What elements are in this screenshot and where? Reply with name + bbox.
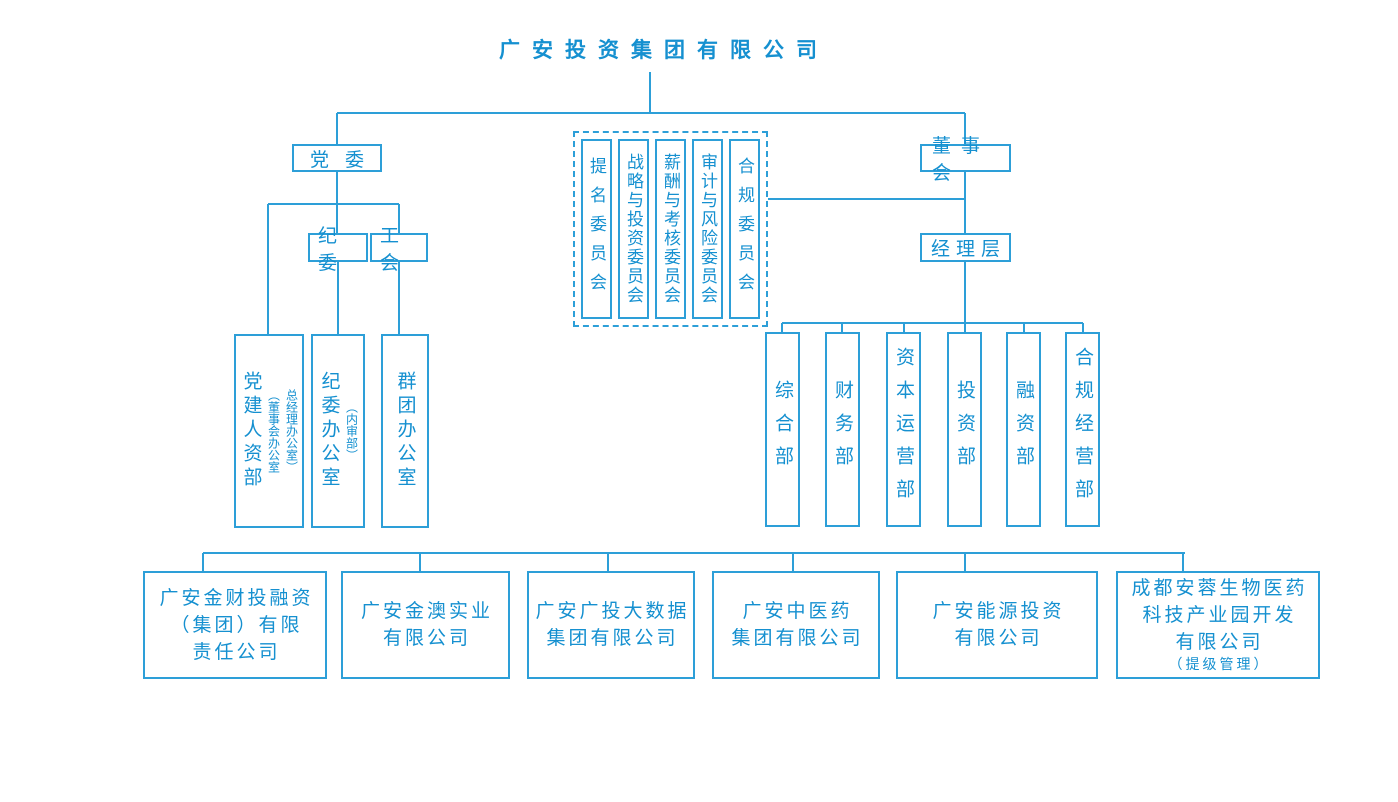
subsidiary-name-line: （集团）有限 — [170, 614, 303, 636]
office-mass-organizations: 群团办公室 — [381, 334, 429, 528]
subsidiary-name-line: 成都安蓉生物医药 — [1131, 577, 1308, 599]
subsidiary-name-line: 集团有限公司 — [546, 628, 679, 649]
dept-label: 综合部 — [772, 380, 793, 479]
dept-capital-operations: 资本运营部 — [886, 332, 921, 527]
committee-box-strategy-investment: 战略与投资委员会 — [618, 139, 649, 319]
subsidiary-name-line: 有限公司 — [382, 628, 471, 649]
dept-label: 资本运营部 — [893, 347, 914, 512]
dept-label: 财务部 — [832, 380, 853, 479]
subsidiary-name-line: 广安中医药 — [742, 601, 853, 622]
office-party-building-hr: 党建人资部 （董事会办公室 总经理办公室） — [234, 334, 304, 528]
dept-general: 综合部 — [765, 332, 800, 527]
office-main-label: 群团办公室 — [394, 371, 416, 491]
committee-label: 合规委员会 — [735, 156, 754, 302]
dept-label: 融资部 — [1013, 380, 1034, 479]
dept-compliance-operations: 合规经营部 — [1065, 332, 1100, 527]
subsidiary-name-line: 广安广投大数据 — [535, 601, 690, 622]
committee-label: 薪酬与考核委员会 — [661, 153, 680, 305]
node-party-committee: 党委 — [292, 144, 382, 172]
office-sub-label: （董事会办公室 — [266, 389, 281, 473]
office-main-label: 纪委办公室 — [318, 371, 340, 491]
node-labor-union: 工会 — [370, 226, 428, 274]
node-discipline-committee: 纪委 — [308, 226, 368, 274]
page-title: 广安投资集团有限公司 — [499, 38, 829, 62]
subsidiary-note: （提级管理） — [1168, 657, 1271, 673]
office-discipline-office: 纪委办公室 （内审部） — [311, 334, 365, 528]
committee-label: 审计与风险委员会 — [698, 153, 717, 305]
dept-label: 合规经营部 — [1072, 347, 1093, 512]
node-board-label: 董事会 — [932, 136, 991, 184]
committee-box-nomination: 提名委员会 — [581, 139, 612, 319]
subsidiary-tcm-group: 广安中医药 集团有限公司 — [712, 571, 880, 679]
node-party-committee-label: 党委 — [310, 149, 381, 171]
node-management-label: 经理层 — [930, 239, 1006, 260]
node-discipline-committee-label: 纪委 — [318, 225, 346, 274]
dept-investment: 投资部 — [947, 332, 982, 527]
subsidiary-energy-investment: 广安能源投资 有限公司 — [896, 571, 1098, 679]
subsidiary-name-line: 有限公司 — [954, 628, 1043, 649]
subsidiary-name-line: 集团有限公司 — [731, 628, 864, 649]
node-board: 董事会 — [920, 136, 1011, 184]
dept-label: 投资部 — [954, 380, 975, 479]
committee-box-compliance: 合规委员会 — [729, 139, 760, 319]
subsidiary-biomedicine-park: 成都安蓉生物医药 科技产业园开发 有限公司 （提级管理） — [1116, 571, 1320, 679]
committee-box-compensation-assessment: 薪酬与考核委员会 — [655, 139, 686, 319]
committee-label: 战略与投资委员会 — [624, 153, 643, 305]
subsidiary-name-line: 有限公司 — [1175, 631, 1264, 653]
dept-financing: 融资部 — [1006, 332, 1041, 527]
subsidiary-jinao-industrial: 广安金澳实业 有限公司 — [341, 571, 510, 679]
dept-finance: 财务部 — [825, 332, 860, 527]
office-main-label: 党建人资部 — [240, 371, 262, 491]
subsidiary-name-line: 责任公司 — [192, 641, 281, 663]
connector-path — [202, 72, 1185, 571]
office-sub-label: （内审部） — [344, 401, 359, 461]
committee-label: 提名委员会 — [587, 156, 606, 302]
subsidiary-name-line: 科技产业园开发 — [1142, 604, 1297, 626]
subsidiary-name-line: 广安能源投资 — [932, 601, 1065, 622]
committee-box-audit-risk: 审计与风险委员会 — [692, 139, 723, 319]
board-committees-group: 提名委员会 战略与投资委员会 薪酬与考核委员会 审计与风险委员会 合规委员会 — [573, 131, 768, 327]
subsidiary-name-line: 广安金澳实业 — [360, 601, 493, 622]
subsidiary-jincai-investment: 广安金财投融资 （集团）有限 责任公司 — [143, 571, 327, 679]
subsidiary-bigdata-group: 广安广投大数据 集团有限公司 — [527, 571, 695, 679]
node-management: 经理层 — [920, 233, 1011, 262]
subsidiary-name-line: 广安金财投融资 — [159, 587, 314, 609]
node-labor-union-label: 工会 — [380, 225, 408, 274]
office-sub-label: 总经理办公室） — [284, 389, 299, 473]
